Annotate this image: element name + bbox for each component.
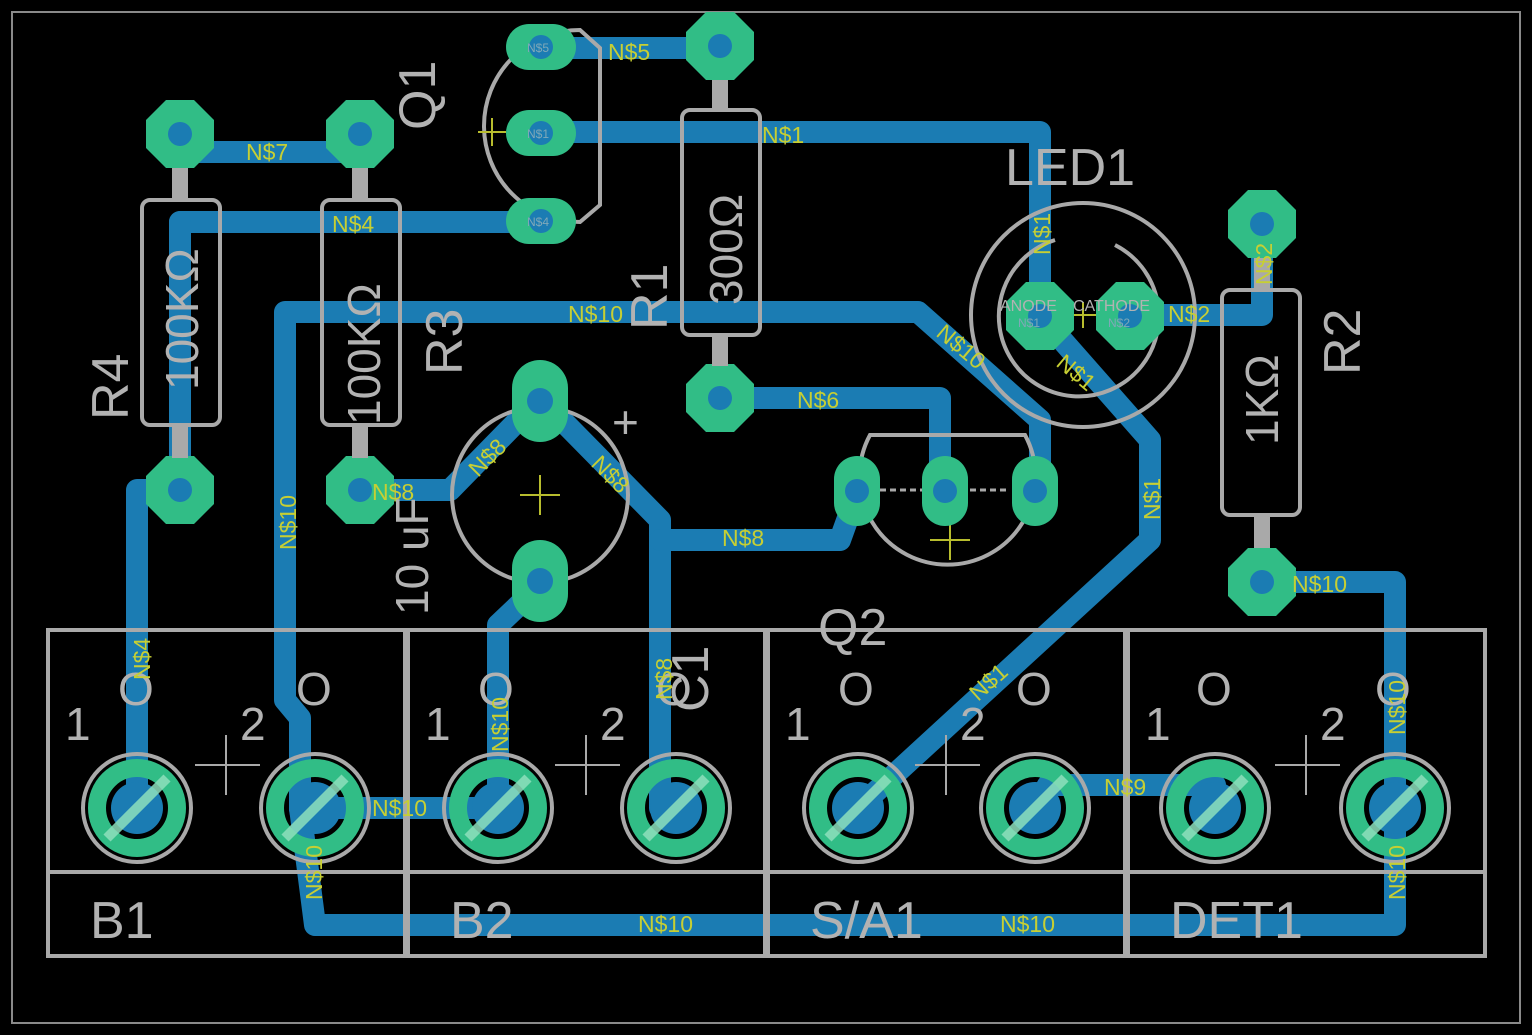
net-label-n10-b1-bottom: N$10 (301, 845, 327, 900)
b1-name: B1 (90, 892, 154, 950)
led1-pad2-text: N$2 (1108, 316, 1130, 330)
r2-value: 1KΩ (1236, 354, 1288, 445)
net-label-n8-mid: N$8 (722, 525, 764, 551)
sa1-pin1-ring (802, 752, 914, 864)
b1-mark-1: O (118, 663, 154, 715)
r2-name: R2 (1314, 309, 1372, 375)
det1-pin1-ring (1159, 752, 1271, 864)
net-label-n1-led: N$1 (1029, 213, 1055, 255)
led1-name: LED1 (1005, 139, 1135, 197)
q1-pad1-text: N$4 (527, 215, 549, 229)
sa1-mark-2: O (1016, 663, 1052, 715)
b1-pin1-label: 1 (65, 698, 91, 750)
det1-name: DET1 (1170, 892, 1303, 950)
b1-outline (46, 628, 407, 958)
drill-holes (111, 34, 1421, 834)
net-label-n8-c1: N$8 (651, 658, 677, 700)
b2-mark-2: O (656, 663, 692, 715)
det1-outline (1126, 628, 1487, 958)
b1-pin1-ring (81, 752, 193, 864)
net-label-n2-vert: N$2 (1251, 243, 1277, 285)
c1-name: C1 (662, 646, 720, 712)
trace-n1-q1-led (529, 121, 1051, 326)
sa1-mark-1: O (838, 663, 874, 715)
terminal-pads (88, 759, 1444, 857)
pad-texts: N$5 N$1 N$4 N$1 N$2 (527, 41, 1130, 330)
octagon-pads (146, 12, 1296, 616)
r1-name: R1 (621, 264, 679, 330)
net-label-n10-det-bottom: N$10 (1384, 845, 1410, 900)
sa1-pin1-label: 1 (785, 698, 811, 750)
sa1-name: S/A1 (810, 892, 923, 950)
b2-name: B2 (450, 892, 514, 950)
c1-polarity: + (612, 396, 639, 448)
net-label-n10-b2: N$10 (487, 697, 513, 752)
net-label-n7: N$7 (246, 139, 288, 165)
pads (88, 12, 1444, 857)
b2-pin1-ring (442, 752, 554, 864)
r1-value: 300Ω (700, 194, 752, 305)
net-label-n4: N$4 (332, 211, 374, 237)
r4-name: R4 (82, 354, 140, 420)
net-label-n8-r3: N$8 (372, 479, 414, 505)
led1-cathode-label: CATHODE (1073, 298, 1150, 315)
led1-outline (969, 201, 1197, 429)
b2-pin2-ring (620, 752, 732, 864)
b2-pin1-label: 1 (425, 698, 451, 750)
b1-pin2-label: 2 (240, 698, 266, 750)
b1-pin2-ring (259, 752, 371, 864)
lead-stubs (172, 80, 1270, 548)
trace-n1-sa1 (847, 304, 1161, 819)
board-outline (11, 11, 1521, 1024)
b2-mark-1: O (478, 663, 514, 715)
q2-name: Q2 (818, 599, 887, 657)
det1-pin1-label: 1 (1145, 698, 1171, 750)
det1-pin2-label: 2 (1320, 698, 1346, 750)
net-label-n6: N$6 (797, 387, 839, 413)
net-label-n10-r2: N$10 (1292, 571, 1347, 597)
net-label-n10-bottom-a: N$10 (638, 911, 693, 937)
net-label-n1-right: N$1 (1139, 478, 1165, 520)
sa1-pin2-ring (979, 752, 1091, 864)
component-labels: R4 100KΩ R3 100KΩ R1 300Ω R2 1KΩ Q1 Q2 C… (65, 61, 1411, 950)
terminal-diagonals (103, 774, 1429, 842)
net-label-n10-bottom-b: N$10 (1000, 911, 1055, 937)
b1-mark-2: O (296, 663, 332, 715)
det1-pin2-ring (1339, 752, 1451, 864)
led1-pad1-text: N$1 (1018, 316, 1040, 330)
net-label-n1-top: N$1 (762, 122, 804, 148)
c1-value: 10 uF (386, 497, 438, 615)
net-label-n10-b1b2: N$10 (372, 795, 427, 821)
r3-name: R3 (416, 309, 474, 375)
det1-mark-2: O (1375, 663, 1411, 715)
b2-pin2-label: 2 (600, 698, 626, 750)
led1-anode-label: ANODE (1000, 298, 1057, 315)
origin-crosses (195, 118, 1340, 795)
silkscreen (46, 27, 1487, 958)
trace-n10-bottom (289, 797, 1406, 936)
r4-value: 100KΩ (156, 248, 208, 390)
net-label-n4-vert: N$4 (129, 638, 155, 680)
q1-pad2-text: N$1 (527, 127, 549, 141)
net-label-n5: N$5 (608, 39, 650, 65)
net-label-n10-det: N$10 (1384, 680, 1410, 735)
net-label-n9: N$9 (1104, 774, 1146, 800)
sa1-outline (766, 628, 1127, 958)
sa1-pin2-label: 2 (960, 698, 986, 750)
r3-value: 100KΩ (338, 283, 390, 425)
q1-name: Q1 (389, 61, 447, 130)
det1-mark-1: O (1196, 663, 1232, 715)
net-label-n10-top: N$10 (568, 301, 623, 327)
b2-outline (406, 628, 767, 958)
trace-n8-main (529, 387, 671, 819)
net-label-n2: N$2 (1168, 301, 1210, 327)
trace-n10-r2 (1251, 571, 1406, 819)
q1-pad3-text: N$5 (527, 41, 549, 55)
net-label-n10-left: N$10 (275, 495, 301, 550)
